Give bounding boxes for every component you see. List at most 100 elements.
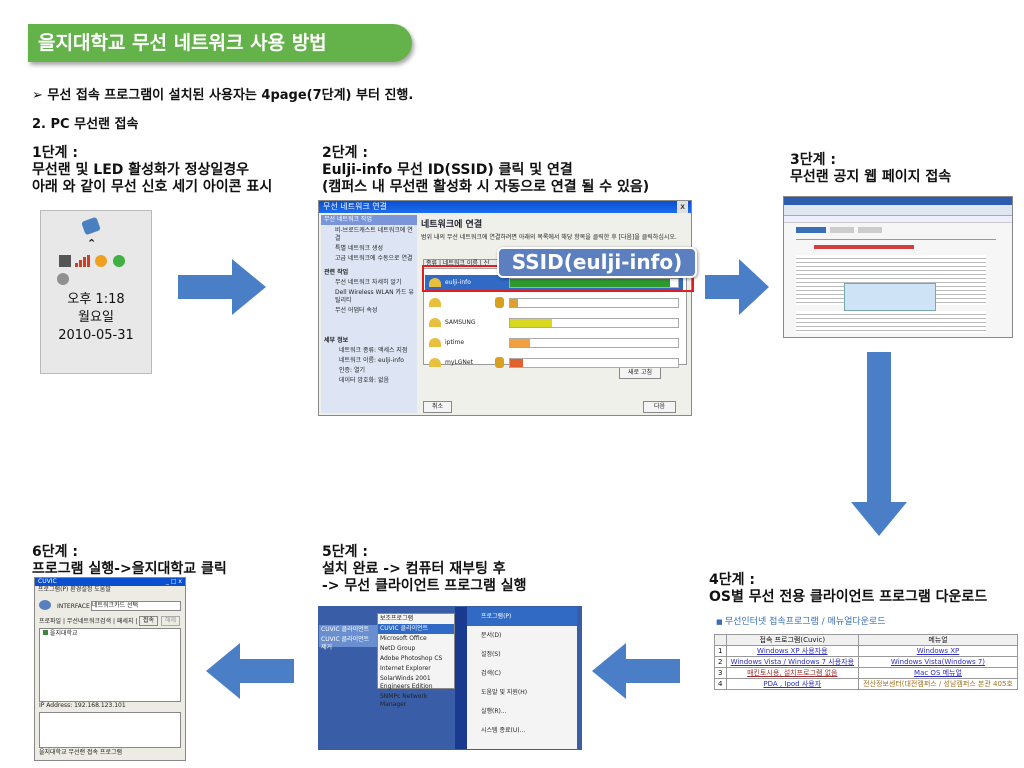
program-menu-item[interactable]: 보조프로그램 [380, 615, 414, 622]
network-row[interactable]: iptime [425, 335, 683, 351]
detail-item: 네트워크 이름: eulji-info [339, 357, 404, 364]
cancel-button[interactable]: 취소 [423, 401, 453, 413]
task-item[interactable]: 비-브로드캐스트 네트워크에 연결 [335, 227, 413, 242]
wireless-network-window: 무선 네트워크 연결 x 무선 네트워크 작업 비-브로드캐스트 네트워크에 연… [318, 200, 692, 416]
download-link[interactable]: ■ 무선인터넷 접속프로그램 / 메뉴얼다운로드 [716, 617, 886, 627]
alert-icon [95, 255, 107, 267]
start-menu-item[interactable]: 검색(C) [481, 670, 501, 677]
step5-caption: 5단계 : 설치 완료 -> 컴퓨터 재부팅 후 -> 무선 클라이언트 프로그… [322, 544, 527, 594]
web-image [844, 283, 936, 311]
start-menu-item[interactable]: 설정(S) [481, 651, 501, 658]
disk-icon [57, 273, 69, 285]
cuvic-window: CUVIC _ □ x 프로그램(P) 환경설정 도움말 INTERFACE 네… [34, 577, 186, 761]
window-sidebar: 무선 네트워크 작업 비-브로드캐스트 네트워크에 연결 특별 네트워크 생성 … [321, 215, 417, 413]
start-item[interactable]: CUVIC 클라이언트 제거 [321, 636, 370, 651]
bullet-icon: ■ [716, 618, 725, 626]
start-menu-main: 프로그램(P) 문서(D) 설정(S) 검색(C) 도움말 및 지원(H) 실행(R)..… [467, 607, 577, 749]
step3-caption: 3단계 : 무선랜 공지 웹 페이지 접속 [790, 152, 952, 185]
detail-item: 데이터 암호화: 없음 [339, 377, 389, 384]
signal-strength-fill [510, 319, 552, 327]
start-menu-item[interactable]: 문서(D) [481, 632, 502, 639]
web-nav-tab[interactable] [858, 227, 882, 233]
page-title-banner: 을지대학교 무선 네트워크 사용 방법 [28, 24, 412, 62]
signal-strength-bar [509, 298, 679, 308]
lock-icon [495, 357, 504, 368]
profile-icon [43, 630, 48, 635]
browser-titlebar [784, 197, 1012, 205]
start-menu-item[interactable]: 실행(R)... [481, 708, 507, 715]
ip-address: IP Address: 192.168.123.101 [39, 702, 126, 709]
signal-strength-fill [510, 339, 531, 347]
list-item[interactable]: 을지대학교 [40, 629, 180, 639]
notice-webpage-screenshot [783, 196, 1013, 338]
browser-tabs [784, 216, 1012, 223]
task-item[interactable]: 특별 네트워크 생성 [335, 245, 383, 252]
window-titlebar: 무선 네트워크 연결 x [319, 201, 691, 213]
detail-item: 네트워크 종류: 액세스 지점 [339, 347, 408, 354]
network-name: SAMSUNG [445, 319, 476, 326]
related-title: 관련 작업 [324, 269, 349, 276]
wifi-network-icon [429, 298, 441, 307]
interface-select[interactable]: 네트워크카드 선택 [91, 601, 181, 611]
start-menu-item[interactable]: 프로그램(P) [467, 607, 577, 626]
wifi-network-icon [429, 278, 441, 287]
browser-toolbar [784, 205, 1012, 216]
wireless-icon [39, 600, 51, 610]
chevron-up-icon: ⌃ [87, 237, 97, 250]
program-menu-item[interactable]: SolarWinds 2001 Engineers Edition [380, 675, 433, 690]
table-header: 메뉴얼 [857, 634, 1019, 646]
program-menu-item[interactable]: CUVIC 클라이언트 [378, 624, 454, 634]
network-icon [81, 216, 101, 236]
task-item[interactable]: 고급 네트워크에 수동으로 연결 [335, 255, 413, 262]
section-heading: 2. PC 무선랜 접속 [32, 117, 139, 132]
details-title: 세부 정보 [324, 337, 349, 344]
cuvic-menubar[interactable]: 프로그램(P) 환경설정 도움말 [38, 586, 111, 593]
signal-strength-fill [510, 279, 670, 287]
arrow-right-icon [705, 259, 769, 315]
monitor-icon [59, 255, 71, 267]
network-row[interactable]: SAMSUNG [425, 315, 683, 331]
start-item[interactable]: CUVIC 클라이언트 [321, 626, 370, 633]
close-icon[interactable]: x [677, 201, 688, 213]
web-nav-tab[interactable] [830, 227, 854, 233]
connect-button[interactable]: 접속 [139, 616, 159, 626]
tray-day: 월요일 [78, 310, 114, 325]
program-menu-item[interactable]: Internet Explorer [380, 665, 431, 672]
cuvic-tabs[interactable]: 프로파일 | 무선네트워크검색 | 패세지 | [39, 618, 138, 625]
start-left-panel: CUVIC 클라이언트 CUVIC 클라이언트 제거 [319, 625, 377, 651]
step1-caption: 1단계 : 무선랜 및 LED 활성화가 정상일경우 아래 와 같이 무선 신호… [32, 145, 273, 195]
window-controls[interactable]: _ □ x [165, 578, 182, 585]
web-nav-tab[interactable] [796, 227, 826, 233]
step4-caption: 4단계 : OS별 무선 전용 클라이언트 프로그램 다운로드 [709, 572, 988, 605]
network-row[interactable]: myLGNet [425, 355, 683, 371]
window-description: 범위 내의 무선 네트워크에 연결하려면 아래의 목록에서 해당 항목을 클릭한… [421, 234, 677, 241]
window-heading: 네트워크에 연결 [421, 220, 483, 230]
next-button[interactable]: 다음 [643, 401, 677, 413]
related-item[interactable]: Dell Wireless WLAN 카드 유틸리티 [335, 289, 414, 304]
program-menu-item[interactable]: SNMPc Network Manager [380, 693, 428, 708]
signal-strength-bar [509, 278, 679, 288]
signal-strength-bar [509, 338, 679, 348]
web-body-text [796, 311, 986, 333]
disconnect-button[interactable]: 해제 [161, 616, 181, 626]
start-menu-item[interactable]: 시스템 종료(U)... [481, 727, 526, 734]
related-item[interactable]: 무선 네트워크 자세히 알기 [335, 279, 402, 286]
status-bar: 을지대학교 무선랜 접속 프로그램 [39, 749, 123, 756]
signal-strength-bar [509, 358, 679, 368]
network-row[interactable]: eulji-info [425, 275, 683, 291]
start-menu-item[interactable]: 도움말 및 지원(H) [481, 689, 528, 696]
network-row[interactable] [425, 295, 683, 311]
program-menu-item[interactable]: Adobe Photoshop CS [380, 655, 443, 662]
program-menu-item[interactable]: Microsoft Office [380, 635, 427, 642]
tray-time: 오후 1:18 [67, 292, 125, 307]
window-main: 네트워크에 연결 범위 내의 무선 네트워크에 연결하려면 아래의 목록에서 해… [421, 217, 687, 242]
program-menu-item[interactable]: NetD Group [380, 645, 416, 652]
arrow-left-icon [592, 643, 680, 699]
related-item[interactable]: 무선 어댑터 속성 [335, 307, 378, 314]
tray-date: 2010-05-31 [58, 328, 134, 343]
table-header: 접속 프로그램(Cuvic) [725, 634, 859, 646]
